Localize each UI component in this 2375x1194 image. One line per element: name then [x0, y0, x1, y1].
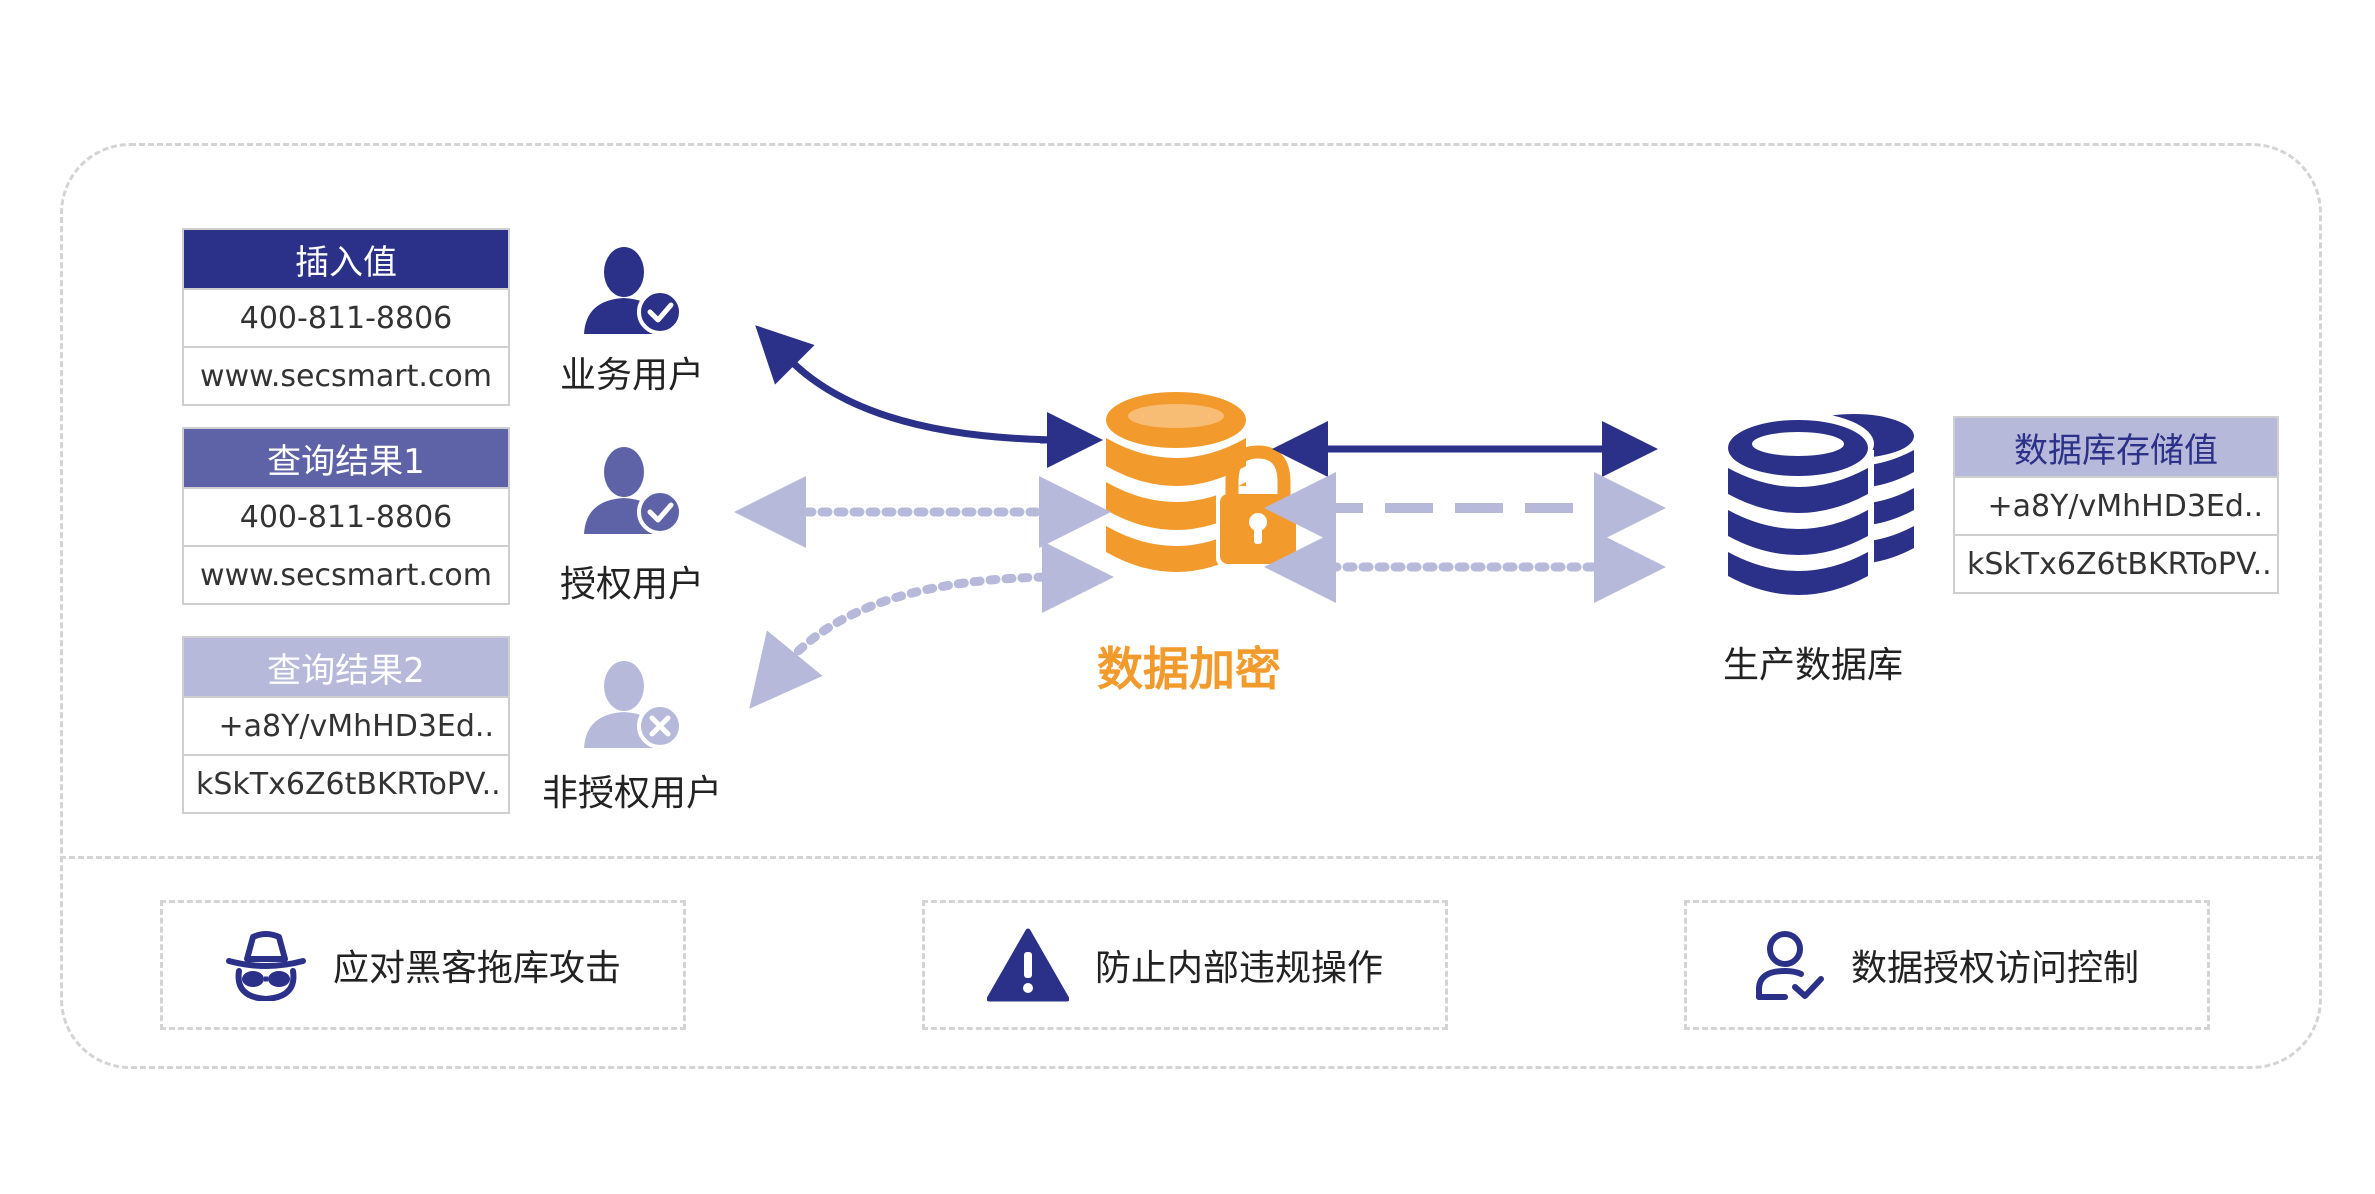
- feature-hacker-defense: 应对黑客拖库攻击: [160, 900, 686, 1030]
- outer-frame: [60, 143, 2322, 1069]
- table-header: 查询结果2: [184, 638, 508, 696]
- feature-label: 数据授权访问控制: [1850, 948, 2139, 989]
- arrow-business-to-encryption: [755, 325, 1071, 444]
- feature-access-control: 数据授权访问控制: [1684, 900, 2210, 1030]
- user-check-icon: [584, 247, 683, 335]
- table-stored-value: 数据库存储值 +a8Y/vMhHD3Ed.. kSkTx6Z6tBKRToPV.…: [1953, 416, 2279, 594]
- table-header: 插入值: [184, 230, 508, 288]
- user-x-icon: [584, 661, 683, 749]
- user-access-icon: [1755, 931, 1824, 1000]
- table-row: +a8Y/vMhHD3Ed..: [184, 696, 508, 754]
- arrow-unauthorized-to-encryption: [780, 572, 1065, 670]
- table-row: 400-811-8806: [184, 487, 508, 545]
- label-data-encryption: 数据加密: [1097, 642, 1281, 696]
- label-authorized-user: 授权用户: [560, 564, 705, 605]
- label-production-database: 生产数据库: [1723, 645, 1904, 686]
- table-row: www.secsmart.com: [184, 346, 508, 404]
- feature-label: 防止内部违规操作: [1094, 948, 1383, 989]
- feature-label: 应对黑客拖库攻击: [332, 948, 621, 989]
- hacker-icon: [225, 931, 306, 1001]
- database-stack-icon: [1722, 412, 1914, 600]
- table-insert-value: 插入值 400-811-8806 www.secsmart.com: [182, 228, 510, 406]
- table-row: kSkTx6Z6tBKRToPV..: [1955, 534, 2277, 592]
- table-header: 数据库存储值: [1955, 418, 2277, 476]
- user-check-icon: [584, 447, 683, 535]
- table-row: 400-811-8806: [184, 288, 508, 346]
- table-query-result-2: 查询结果2 +a8Y/vMhHD3Ed.. kSkTx6Z6tBKRToPV..: [182, 636, 510, 814]
- table-header: 查询结果1: [184, 429, 508, 487]
- table-query-result-1: 查询结果1 400-811-8806 www.secsmart.com: [182, 427, 510, 605]
- feature-internal-violation: 防止内部违规操作: [922, 900, 1448, 1030]
- table-row: www.secsmart.com: [184, 545, 508, 603]
- table-row: kSkTx6Z6tBKRToPV..: [184, 754, 508, 812]
- warning-icon: [986, 928, 1069, 1002]
- section-divider: [60, 856, 2322, 859]
- table-row: +a8Y/vMhHD3Ed..: [1955, 476, 2277, 534]
- label-business-user: 业务用户: [560, 355, 705, 396]
- label-unauthorized-user: 非授权用户: [542, 773, 723, 814]
